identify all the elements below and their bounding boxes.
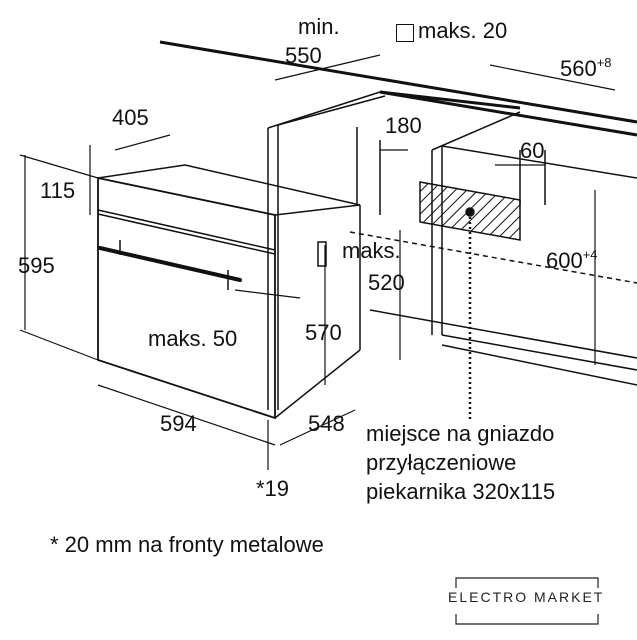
maks-label: maks. [342,238,401,263]
dimension-60: 60 [520,138,545,163]
dimension-maks-50: maks. 50 [148,326,238,351]
value: 560 [560,56,597,81]
dimension-570: 570 [305,320,342,345]
logo-text: ELECTRO MARKET [448,589,605,605]
dimension-maks-20: maks. 20 [418,18,508,43]
dimension-180: 180 [385,113,422,138]
socket-note-line-1: miejsce na gniazdo [366,421,555,446]
socket-note-line-3: piekarnika 320x115 [366,479,556,504]
dimension-520: 520 [368,270,405,295]
dimension-595: 595 [18,253,55,278]
cabinet [267,91,637,410]
socket-note-line-2: przyłączeniowe [366,450,517,475]
dimension-560: 560+8 [560,55,612,81]
footnote: * 20 mm na fronty metalowe [50,532,324,557]
tolerance: +4 [582,247,598,262]
tolerance: +8 [596,55,612,70]
socket-area [419,181,521,420]
logo-frame [455,577,599,625]
dimension-115: 115 [40,178,76,203]
worktop [159,40,637,137]
dimension-550: 550 [285,43,322,68]
electro-market-logo: ELECTRO MARKET [448,576,618,626]
oven [97,164,361,420]
min-label: min. [298,14,340,39]
dimension-600: 600+4 [546,247,598,273]
value: 600 [546,248,583,273]
dimension-lines [19,54,616,470]
dimension-594: 594 [160,411,197,436]
dimension-star-19: *19 [256,476,290,501]
dimension-405: 405 [112,105,149,130]
dimension-548: 548 [308,411,345,436]
checkbox-square-icon [396,24,414,42]
